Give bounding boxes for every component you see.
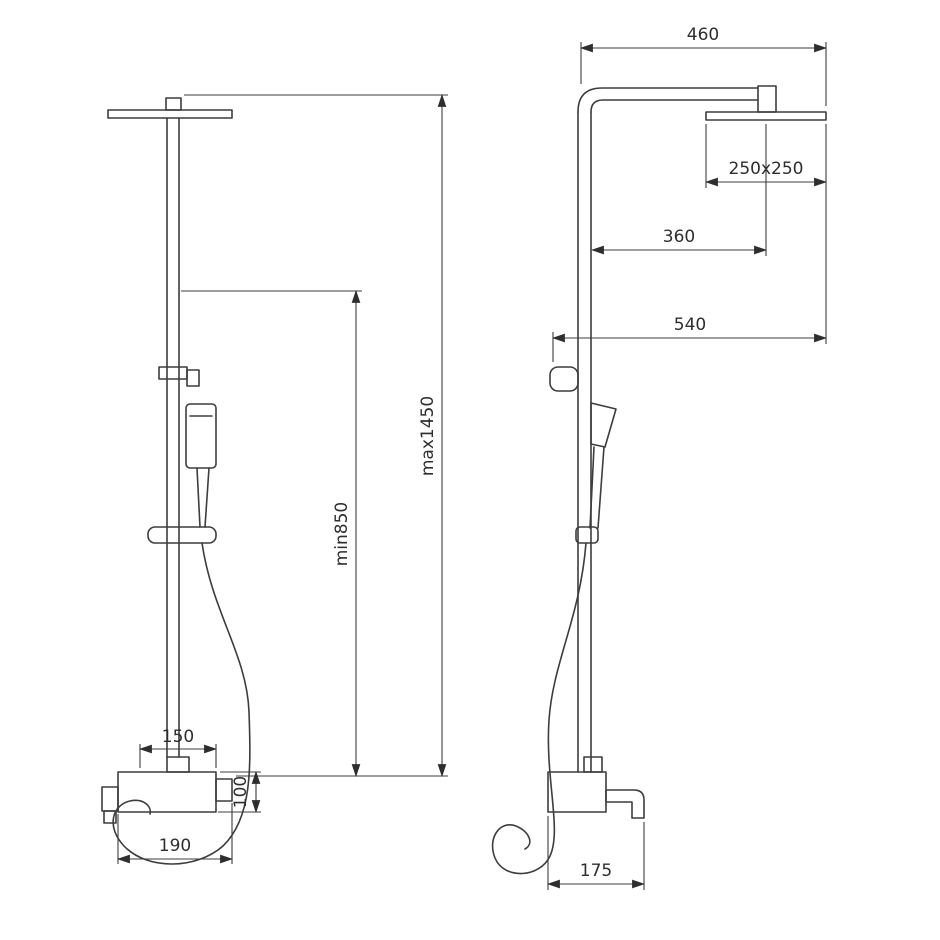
hand-shower-handle: [196, 467, 210, 528]
extension-lines: [705, 124, 827, 188]
dim-spout-reach: 175: [546, 816, 646, 890]
front-view: [101, 97, 251, 865]
hand-shower-handle-side: [589, 446, 605, 529]
riser-pipe: [166, 117, 180, 758]
tub-spout: [101, 786, 119, 812]
mixer-top-knob-side: [583, 756, 603, 773]
dim-arm-reach: 460: [579, 25, 828, 106]
side-view-dimensions: 460 250x250 360 540 175: [546, 25, 828, 890]
shower-hose: [112, 542, 251, 865]
dim-label-spout-reach: 175: [580, 861, 612, 881]
dim-label-max-height: max1450: [418, 396, 438, 476]
hand-shower-head-side: [590, 402, 617, 448]
shower-hose-side: [491, 542, 587, 875]
dim-body-height: 100: [218, 770, 261, 814]
dim-total-depth: 540: [551, 188, 828, 362]
side-view: [491, 85, 827, 875]
dim-max-height: max1450: [184, 93, 448, 778]
mixer-body-side: [547, 771, 607, 813]
hand-shower-head: [185, 403, 217, 469]
dim-label-arm-reach: 460: [687, 25, 719, 45]
overhead-arm: [577, 87, 759, 113]
dim-arm-offset: 360: [590, 124, 768, 256]
tub-spout-side: [605, 789, 645, 819]
extension-lines: [580, 42, 827, 106]
riser-pipe-side: [577, 111, 592, 773]
shower-head-side: [705, 111, 827, 121]
extension-lines: [547, 816, 645, 890]
dim-body-width: 190: [116, 803, 234, 864]
extension-lines: [552, 188, 827, 362]
dim-min-height: min850: [181, 289, 362, 778]
mixer-handle: [215, 778, 233, 802]
slider-bracket-side: [575, 526, 599, 544]
dim-label-total-depth: 540: [674, 315, 706, 335]
dim-label-arm-offset: 360: [663, 227, 695, 247]
dim-label-min-height: min850: [332, 502, 352, 567]
mixer-body: [117, 771, 217, 813]
slider-bracket: [147, 526, 217, 544]
dim-label-inlet-spacing: 150: [162, 727, 194, 747]
extension-lines: [139, 744, 217, 768]
extension-lines: [184, 94, 448, 777]
diverter-collar: [158, 366, 188, 380]
diverter-knob: [186, 369, 200, 387]
shower-head: [107, 109, 233, 119]
mixer-top-knob: [166, 756, 190, 773]
dim-label-body-width: 190: [159, 836, 191, 856]
head-connector-side: [757, 85, 777, 113]
tub-spout-outlet: [103, 810, 117, 824]
front-view-dimensions: max1450 min850 150 100 190: [116, 93, 448, 864]
dim-inlet-spacing: 150: [138, 727, 218, 768]
diverter-knob-side: [549, 366, 579, 392]
dim-label-body-height: 100: [231, 776, 251, 808]
head-connector: [165, 97, 182, 111]
